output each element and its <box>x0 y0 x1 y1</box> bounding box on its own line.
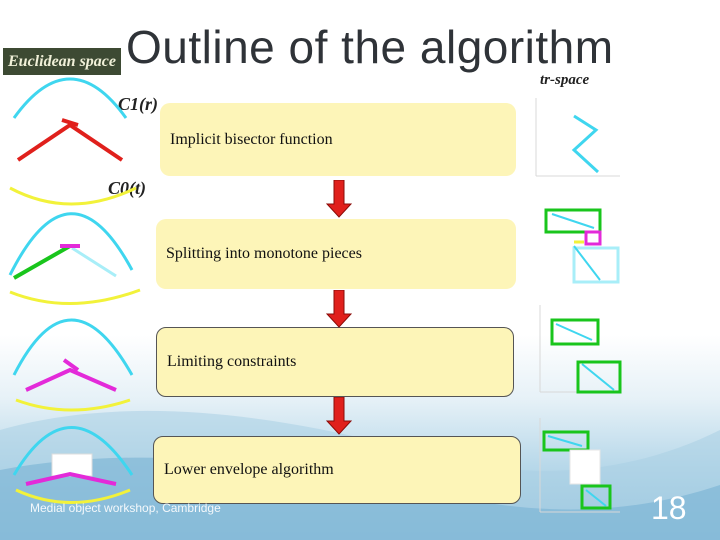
euclidean-space-label: Euclidean space <box>3 48 121 75</box>
c0-label: C0(t) <box>108 178 146 198</box>
step-splitting-monotone: Splitting into monotone pieces <box>156 219 516 289</box>
euclidean-figure-4 <box>12 426 134 504</box>
arrow-down-icon <box>326 397 352 435</box>
footer-text: Medial object workshop, Cambridge <box>30 501 221 515</box>
tr-space-figures <box>535 98 622 513</box>
tr-curve-1 <box>571 114 600 174</box>
step-implicit-bisector: Implicit bisector function <box>160 103 516 176</box>
euclidean-figures <box>8 77 141 504</box>
arrow-down-icon <box>326 290 352 328</box>
step-limiting-constraints: Limiting constraints <box>156 327 514 397</box>
slide-number: 18 <box>651 490 687 526</box>
slide-title: Outline of the algorithm <box>126 21 614 73</box>
euclidean-figure-2 <box>8 212 141 305</box>
tr-space-label: tr-space <box>540 72 590 88</box>
euclidean-figure-3 <box>12 318 134 412</box>
step-lower-envelope: Lower envelope algorithm <box>153 436 521 504</box>
euclidean-figure-1 <box>9 77 137 206</box>
arrow-down-icon <box>326 180 352 218</box>
c1-label: C1(r) <box>118 94 158 114</box>
